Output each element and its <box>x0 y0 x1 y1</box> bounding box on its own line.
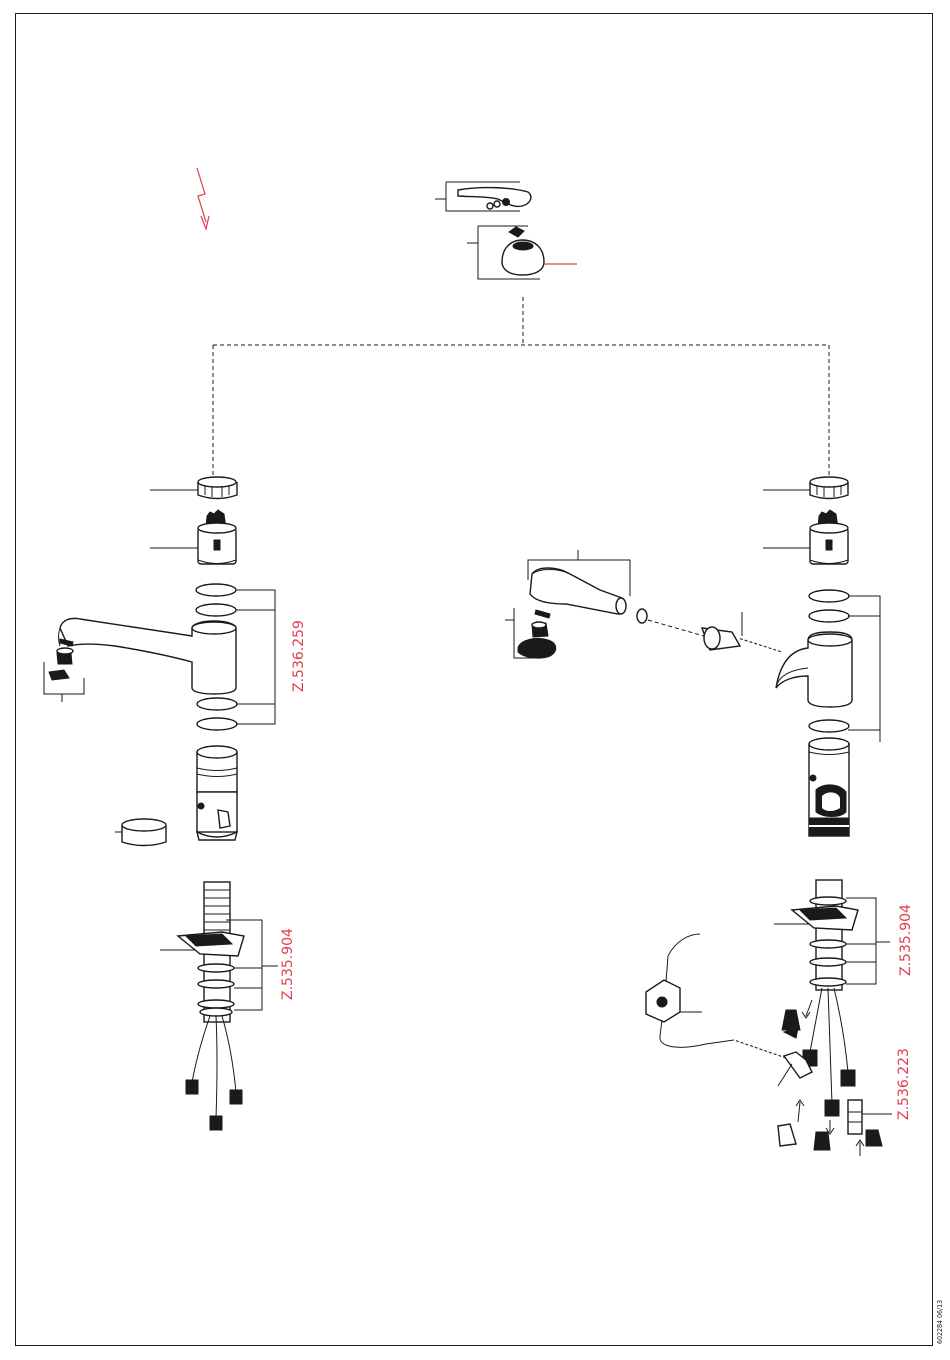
left-spout-body <box>59 618 237 694</box>
diverter-valve <box>646 934 734 1047</box>
hose-connector <box>734 1040 812 1086</box>
spray-head <box>528 550 630 614</box>
left-cap-ring <box>150 477 237 499</box>
lightning-bolt-icon <box>197 168 209 229</box>
left-spare-cap <box>115 819 166 846</box>
left-mounting-bracket <box>178 932 244 956</box>
right-valve-kit-label: Z.536.223 <box>896 1048 912 1120</box>
pullout-hose <box>702 612 782 652</box>
right-orings-upper <box>809 590 849 622</box>
right-oring-bracket <box>848 596 880 742</box>
right-cap-ring <box>763 477 848 499</box>
left-body-sleeve <box>197 746 237 840</box>
right-supply-hoses <box>803 988 855 1116</box>
right-mounting-bracket <box>792 906 858 930</box>
left-orings-lower <box>197 698 237 730</box>
left-mount-kit-label: Z.535.904 <box>280 928 296 1000</box>
left-cartridge-kit-label: Z.536.259 <box>291 620 307 692</box>
right-mount-kit-label: Z.535.904 <box>898 904 914 976</box>
left-orings-upper <box>196 584 236 616</box>
lever-handle <box>435 182 531 211</box>
spray-oring <box>637 609 647 623</box>
variant-connector <box>213 297 829 478</box>
left-cartridge-kit-bracket <box>236 590 275 724</box>
document-code: 602284 06/13 <box>936 1300 944 1344</box>
right-cartridge <box>763 510 848 564</box>
right-check-valve <box>848 1100 892 1134</box>
right-spout-body <box>776 632 852 707</box>
dome-cover <box>467 226 577 279</box>
right-oring-lower <box>809 720 849 732</box>
right-body-sleeve <box>809 738 849 836</box>
left-cartridge <box>150 510 236 564</box>
left-aerator-parts <box>44 639 84 702</box>
spray-head-parts <box>505 608 556 658</box>
left-supply-hoses <box>186 1016 242 1130</box>
